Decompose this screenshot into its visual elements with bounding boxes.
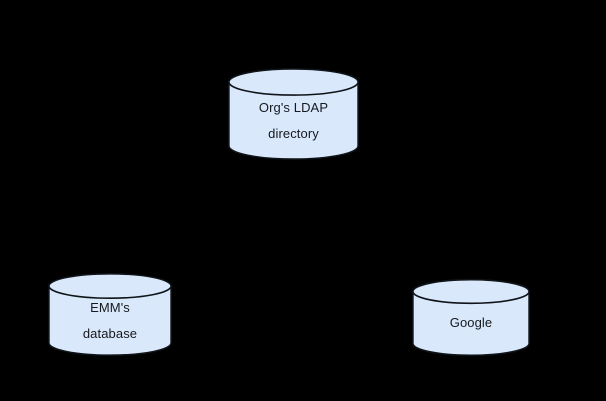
cylinder-shape bbox=[412, 278, 530, 357]
node-google[interactable]: Google bbox=[412, 278, 530, 357]
cylinder-shape bbox=[228, 68, 359, 160]
node-ldap-directory[interactable]: Org's LDAP directory bbox=[228, 68, 359, 160]
node-emm-database[interactable]: EMM's database bbox=[48, 273, 172, 356]
cylinder-shape bbox=[48, 273, 172, 356]
